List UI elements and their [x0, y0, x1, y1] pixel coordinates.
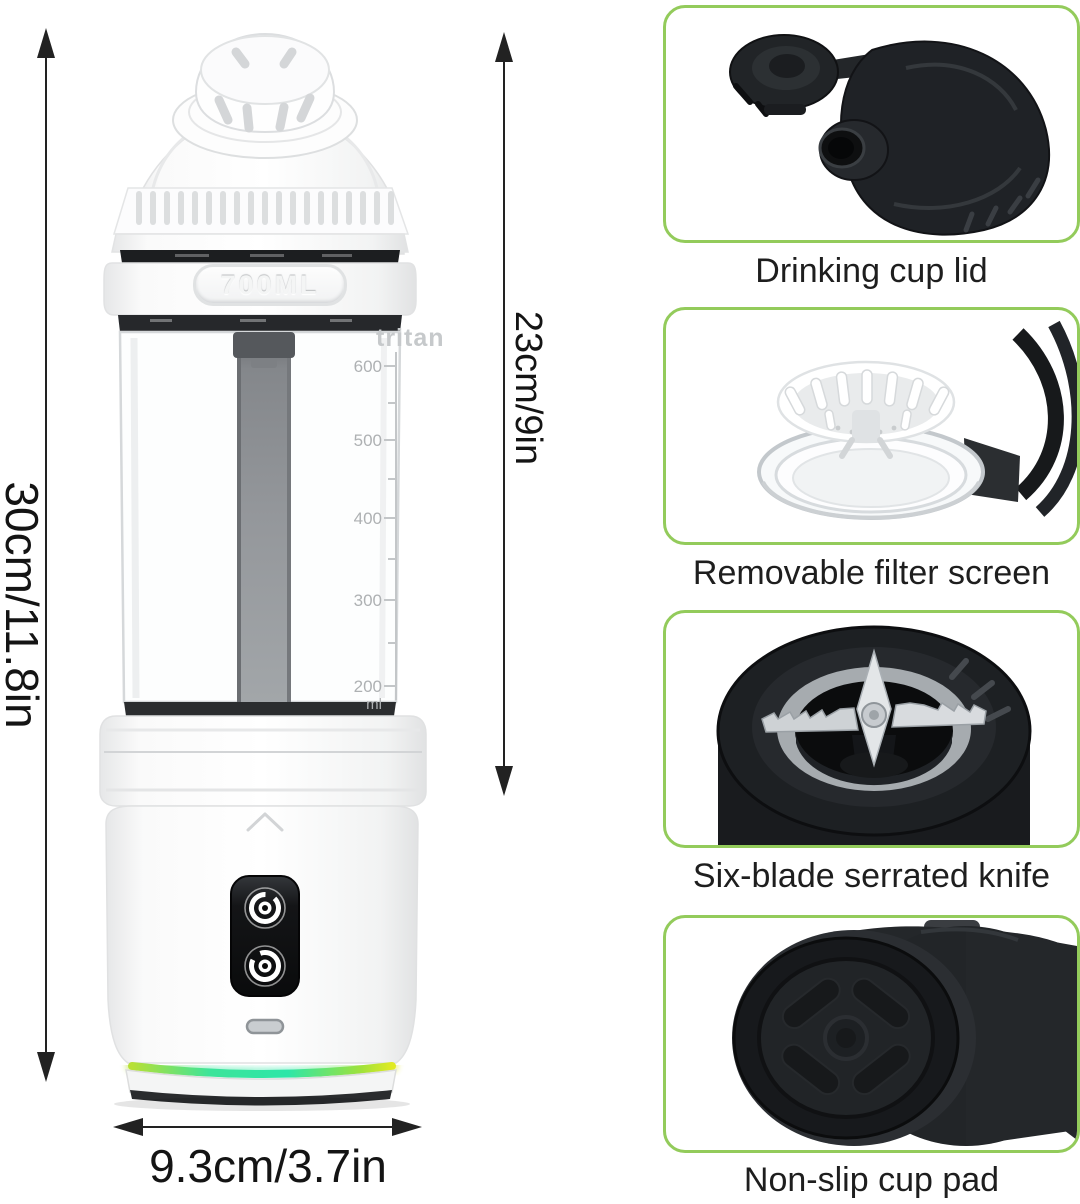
- scale-unit-label: ml: [366, 696, 382, 713]
- cap-rib-ticks: [136, 191, 394, 225]
- blade-assembly-photo: [716, 625, 1032, 845]
- scale-mark-500: 500: [353, 431, 382, 450]
- overall-height-label: 30cm/11.8in: [0, 481, 48, 729]
- capacity-badge: 700ML: [193, 264, 347, 306]
- cup-height-arrow: [495, 32, 513, 796]
- serrated-blades: [761, 648, 987, 768]
- base-width-arrow: [113, 1118, 422, 1136]
- blender-cap: [111, 32, 410, 255]
- flip-cap: [729, 34, 839, 117]
- capacity-label: 700ML: [220, 269, 320, 300]
- usb-c-port: [245, 1018, 285, 1035]
- blend-button-icon: [244, 887, 286, 929]
- scale-mark-600: 600: [353, 357, 382, 376]
- feature-label-drinking-cup-lid: Drinking cup lid: [755, 252, 988, 290]
- strap-through-cup: [233, 332, 295, 702]
- base-width-label: 9.3cm/3.7in: [149, 1140, 387, 1192]
- material-label: tritan: [376, 324, 445, 352]
- filter-basket: [776, 360, 956, 459]
- feature-label-blade: Six-blade serrated knife: [692, 857, 1051, 895]
- cup-lid-seam: [120, 250, 400, 263]
- lid-body: [818, 40, 1051, 236]
- scale-mark-200: 200: [353, 677, 382, 696]
- feature-card-cup-pad: [663, 915, 1080, 1153]
- feature-card-drinking-cup-lid: [663, 5, 1080, 243]
- filter-screen-photo: [757, 320, 1077, 520]
- feature-label-cup-pad: Non-slip cup pad: [743, 1161, 1000, 1199]
- scale-mark-300: 300: [353, 591, 382, 610]
- blender-collar: [99, 715, 427, 807]
- pulse-button-icon: [244, 945, 286, 987]
- feature-card-blade: [663, 610, 1080, 848]
- cup-pad-photo: [732, 920, 1077, 1146]
- overall-height-arrow: [37, 28, 55, 1082]
- measuring-scale-ticks: [384, 352, 397, 700]
- cap-knob: [194, 32, 336, 134]
- glass-cup-rim: [757, 424, 985, 520]
- cup-height-label: 23cm/9in: [507, 310, 550, 466]
- control-panel: [230, 875, 300, 997]
- blender-product-photo: [37, 28, 513, 1136]
- non-slip-pad: [757, 957, 935, 1119]
- feature-card-filter-screen: [663, 307, 1080, 545]
- lid-align-chevron-icon: [246, 812, 284, 832]
- led-light-ring: [128, 1062, 396, 1078]
- cup-lid-photo: [729, 34, 1051, 236]
- blender-cup: [118, 315, 402, 716]
- scale-mark-400: 400: [353, 509, 382, 528]
- motor-base: [105, 805, 419, 1111]
- feature-label-filter-screen: Removable filter screen: [692, 554, 1051, 592]
